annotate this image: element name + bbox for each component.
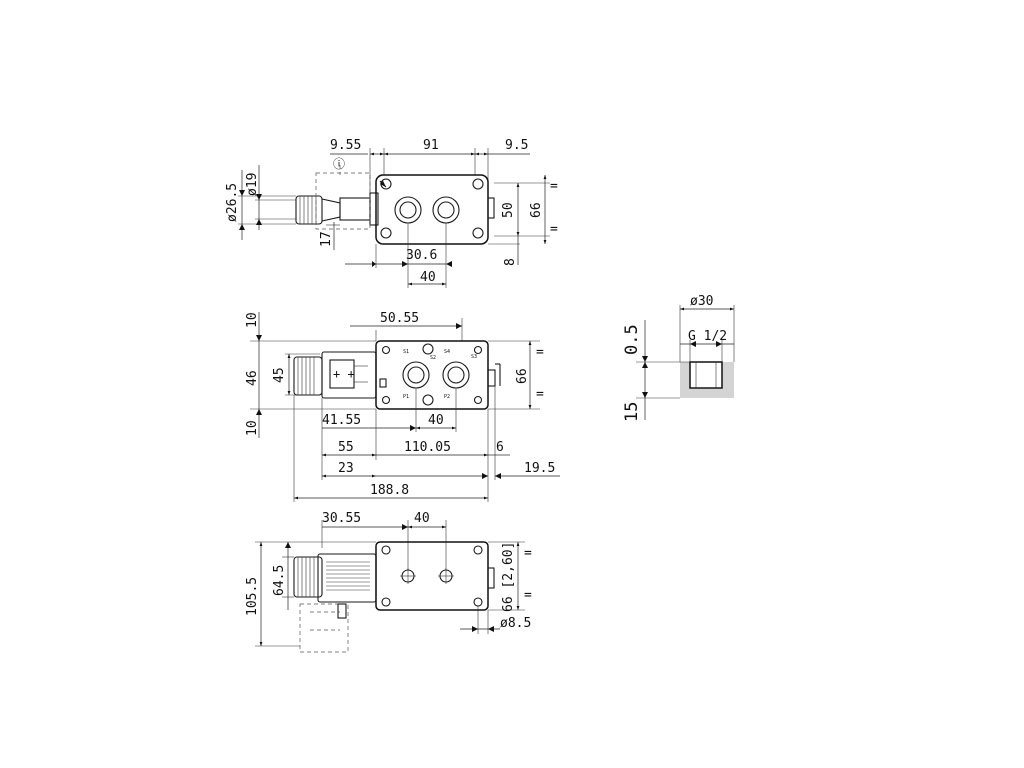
dim-46: 46	[245, 370, 260, 386]
dim-10-bottom: 10	[245, 420, 260, 436]
svg-text:=: =	[524, 546, 532, 561]
dim-19-5: 19.5	[524, 461, 555, 476]
dim-9-55-top: 9.55	[330, 138, 361, 153]
dim-66-front: 66	[515, 368, 530, 384]
dim-0-5: 0.5	[622, 324, 642, 355]
port-thread-detail: ø30 G 1/2 0.5 15	[622, 294, 735, 422]
port-label-s3: S3	[471, 354, 477, 360]
port-label-s1: S1	[403, 349, 409, 355]
dim-91: 91	[423, 138, 439, 153]
top-view: 9.55 91 9.5 ⓘ	[225, 138, 558, 288]
dim-8: 8	[503, 258, 518, 266]
dim-41-55: 41.55	[322, 413, 361, 428]
dim-g-1-2: G 1/2	[688, 329, 727, 344]
svg-text:ⓘ: ⓘ	[333, 157, 345, 171]
svg-text:=: =	[550, 179, 558, 194]
dim-15: 15	[622, 402, 642, 422]
dim-188-8: 188.8	[370, 483, 409, 498]
dim-40-bottom: 40	[414, 511, 430, 526]
dim-40-front: 40	[428, 413, 444, 428]
dim-66-2-60: 66 [2,60]	[501, 542, 516, 612]
dim-10-top: 10	[245, 312, 260, 328]
dim-64-5: 64.5	[272, 565, 287, 596]
dim-40-top: 40	[420, 270, 436, 285]
port-label-p1: P1	[403, 394, 409, 400]
dim-66: 66	[529, 202, 544, 218]
svg-text:=: =	[550, 222, 558, 237]
dim-17: 17	[319, 231, 334, 247]
dim-dia-19: ø19	[245, 173, 260, 196]
dim-105-5: 105.5	[245, 577, 260, 616]
svg-text:=: =	[524, 588, 532, 603]
dim-45: 45	[272, 367, 287, 383]
dim-50-55: 50.55	[380, 311, 419, 326]
port-label-s2: S2	[430, 355, 436, 361]
dim-55: 55	[338, 440, 354, 455]
dim-6: 6	[496, 440, 504, 455]
dim-110-05: 110.05	[404, 440, 451, 455]
bottom-view: 30.55 40	[245, 511, 532, 653]
dim-30-55: 30.55	[322, 511, 361, 526]
dim-23: 23	[338, 461, 354, 476]
svg-text:=: =	[536, 345, 544, 360]
dim-dia-26-5: ø26.5	[225, 183, 240, 222]
dim-dia-8-5: ø8.5	[500, 616, 531, 631]
dim-30-6: 30.6	[406, 248, 437, 263]
svg-text:=: =	[536, 387, 544, 402]
dim-dia-30: ø30	[690, 294, 713, 309]
front-view: 50.55 10 46 45 10 + +	[245, 311, 560, 502]
svg-text:+ +: + +	[333, 367, 355, 381]
port-label-p2: P2	[444, 394, 450, 400]
dim-50: 50	[501, 202, 516, 218]
dim-9-5: 9.5	[505, 138, 528, 153]
port-label-s4: S4	[444, 349, 450, 355]
